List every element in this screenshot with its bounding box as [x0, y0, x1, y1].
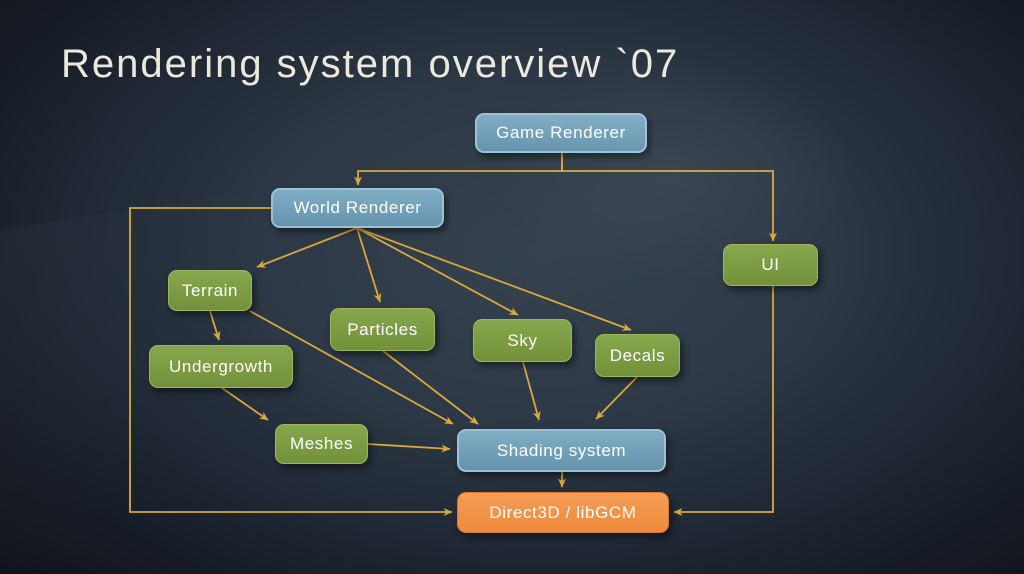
node-label-sky: Sky	[507, 330, 538, 350]
edge-meshes-to-shading-system	[367, 443, 451, 453]
edge-ui-to-direct3d	[673, 286, 774, 516]
node-label-decals: Decals	[609, 345, 666, 365]
edge-game-renderer-to-ui	[561, 153, 777, 242]
edge-world-renderer-to-decals	[356, 227, 632, 331]
edge-world-renderer-to-particles	[356, 227, 382, 303]
node-label-game-renderer: Game Renderer	[496, 123, 626, 142]
edge-sky-to-shading-system	[522, 361, 541, 421]
edge-terrain-to-shading-system	[249, 310, 454, 425]
node-shading-system: Shading system	[457, 429, 666, 472]
node-decals: Decals	[595, 334, 680, 377]
node-label-terrain: Terrain	[181, 280, 239, 300]
edge-decals-to-shading-system	[595, 376, 638, 420]
edge-group	[129, 153, 777, 516]
node-particles: Particles	[330, 308, 435, 351]
node-label-direct3d: Direct3D / libGCM	[489, 502, 637, 522]
edge-particles-to-shading-system	[382, 350, 479, 425]
node-meshes: Meshes	[275, 424, 368, 464]
node-ui: UI	[723, 244, 818, 286]
node-label-undergrowth: Undergrowth	[169, 356, 273, 376]
node-label-particles: Particles	[347, 319, 418, 339]
node-direct3d: Direct3D / libGCM	[457, 492, 669, 533]
edge-undergrowth-to-meshes	[221, 387, 269, 421]
node-undergrowth: Undergrowth	[149, 345, 293, 388]
node-label-world-renderer: World Renderer	[293, 198, 422, 217]
node-sky: Sky	[473, 319, 572, 362]
node-world-renderer: World Renderer	[271, 188, 444, 228]
node-game-renderer: Game Renderer	[475, 113, 647, 153]
node-label-meshes: Meshes	[289, 434, 354, 453]
edge-terrain-to-undergrowth	[209, 310, 221, 341]
edge-world-renderer-to-sky	[356, 227, 519, 316]
edge-game-renderer-to-world-renderer	[354, 153, 563, 186]
slide-title: Rendering system overview `07	[61, 42, 680, 86]
edge-world-renderer-to-terrain	[256, 227, 358, 268]
node-label-ui: UI	[761, 255, 780, 274]
node-label-shading-system: Shading system	[496, 440, 627, 460]
edge-world-renderer-to-direct3d	[129, 207, 453, 516]
node-terrain: Terrain	[168, 270, 252, 311]
